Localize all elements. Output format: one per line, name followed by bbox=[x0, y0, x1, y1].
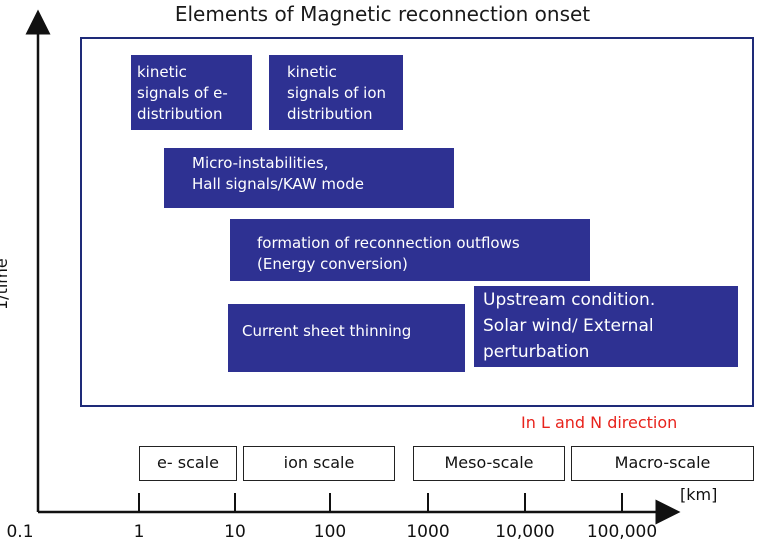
box-line: kinetic bbox=[287, 63, 337, 81]
scale-e: e- scale bbox=[139, 446, 237, 481]
box-line: perturbation bbox=[483, 342, 590, 362]
box-reconnection-outflows: formation of reconnection outflows (Ener… bbox=[230, 219, 590, 281]
box-kinetic-e-distribution: kinetic signals of e- distribution bbox=[131, 55, 252, 130]
box-line: formation of reconnection outflows bbox=[257, 234, 520, 252]
box-line: (Energy conversion) bbox=[257, 255, 408, 273]
box-line: Current sheet thinning bbox=[242, 322, 412, 340]
box-line: Solar wind/ External bbox=[483, 316, 654, 336]
diagram-title: Elements of Magnetic reconnection onset bbox=[174, 2, 591, 26]
scale-macro: Macro-scale bbox=[571, 446, 754, 481]
x-tick-label: 1000 bbox=[406, 522, 450, 542]
box-line: Upstream condition. bbox=[483, 290, 656, 310]
x-tick-label: 1 bbox=[133, 522, 145, 542]
x-tick-label: 100 bbox=[313, 522, 347, 542]
box-line: kinetic bbox=[137, 63, 187, 81]
box-current-sheet-thinning: Current sheet thinning bbox=[228, 304, 465, 372]
x-axis-unit: [km] bbox=[680, 485, 718, 504]
box-line: signals of ion bbox=[287, 84, 387, 102]
x-tick-label: 100,000 bbox=[586, 522, 658, 542]
x-tick-label: 10 bbox=[224, 522, 246, 542]
x-tick-label: 0.1 bbox=[6, 522, 34, 542]
scale-ion: ion scale bbox=[243, 446, 395, 481]
box-micro-instabilities: Micro-instabilities, Hall signals/KAW mo… bbox=[164, 148, 454, 208]
y-axis-label: 1/time bbox=[0, 258, 11, 310]
box-line: distribution bbox=[137, 105, 223, 123]
direction-note: In L and N direction bbox=[521, 413, 678, 432]
box-upstream-condition: Upstream condition. Solar wind/ External… bbox=[474, 286, 738, 367]
elements-frame bbox=[80, 37, 754, 407]
box-line: Micro-instabilities, bbox=[192, 154, 329, 172]
x-tick-label: 10,000 bbox=[495, 522, 555, 542]
box-line: Hall signals/KAW mode bbox=[192, 175, 364, 193]
box-line: signals of e- bbox=[137, 84, 228, 102]
scale-meso: Meso-scale bbox=[413, 446, 565, 481]
box-kinetic-ion-distribution: kinetic signals of ion distribution bbox=[269, 55, 403, 130]
box-line: distribution bbox=[287, 105, 373, 123]
